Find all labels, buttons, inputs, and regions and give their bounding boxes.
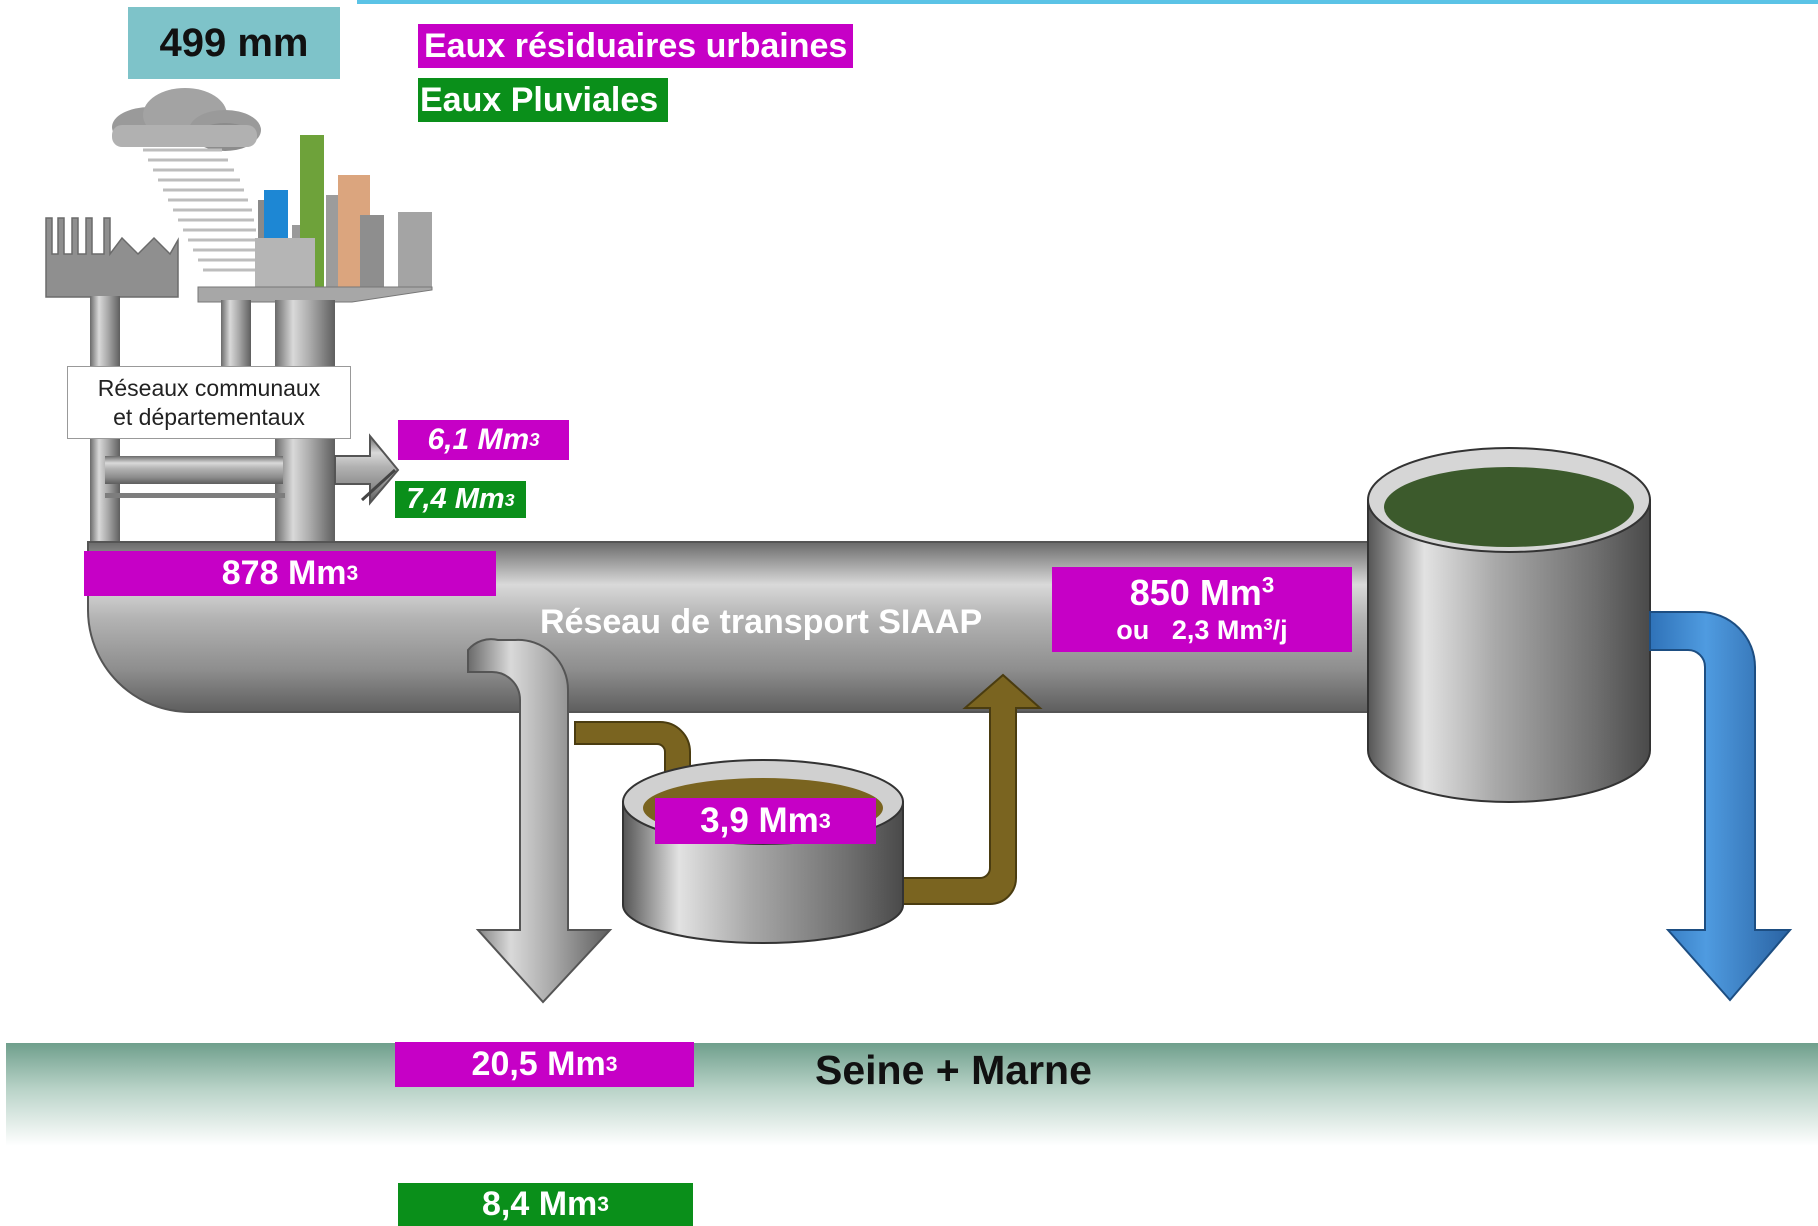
river-band [6, 1043, 1818, 1146]
treated-daily-value: 2,3 Mm [1171, 614, 1264, 645]
treated-daily-suffix: /j [1272, 614, 1288, 645]
rain-icon [143, 148, 258, 272]
legend-rainwater: Eaux Pluviales [418, 78, 669, 122]
top-rule [357, 0, 1818, 4]
treated-annual: 850 Mm3 [1129, 571, 1275, 613]
treated-daily-prefix: ou [1116, 614, 1150, 645]
transport-network-label: Réseau de transport SIAAP [540, 603, 983, 641]
sludge-return-pipe [899, 673, 1043, 905]
legend-wastewater: Eaux résiduaires urbaines [418, 24, 854, 68]
inflow-total-value: 878 Mm [221, 554, 347, 592]
overflow-rainwater-value: 7,4 Mm [406, 483, 505, 515]
sludge-value: 3,9 Mm [700, 801, 819, 840]
treated-value: 850 Mm [1129, 571, 1262, 613]
overflow-arrow [334, 433, 400, 506]
river-overflow-pipe [467, 638, 613, 1004]
overflow-wastewater-value: 6,1 Mm [427, 423, 530, 456]
city-buildings-icon [197, 135, 433, 303]
treated-daily: ou 2,3 Mm3/j [1116, 613, 1287, 647]
network-label: Réseaux communaux et départementaux [67, 366, 351, 439]
factory-icon [45, 217, 179, 298]
sludge-feed-pipe [574, 721, 691, 801]
treatment-plant-tank [1367, 447, 1651, 803]
river-name: Seine + Marne [815, 1047, 1092, 1093]
sludge-tank [622, 759, 904, 944]
river-rainwater-value: 8,4 Mm [482, 1185, 598, 1223]
treated-outflow-pipe [1649, 611, 1793, 1002]
unit-exponent: 3 [1263, 614, 1273, 634]
cloud-icon [112, 88, 261, 151]
overflow-arrow-rain [360, 468, 397, 502]
treated-volume-box: 850 Mm3 ou 2,3 Mm3/j [1052, 567, 1352, 652]
river-wastewater-value: 20,5 Mm [471, 1045, 606, 1083]
rainfall-box: 499 mm [128, 7, 340, 79]
network-label-line2: et départementaux [113, 403, 305, 430]
unit-exponent: 3 [1261, 572, 1275, 598]
network-label-line1: Réseaux communaux [97, 374, 321, 401]
